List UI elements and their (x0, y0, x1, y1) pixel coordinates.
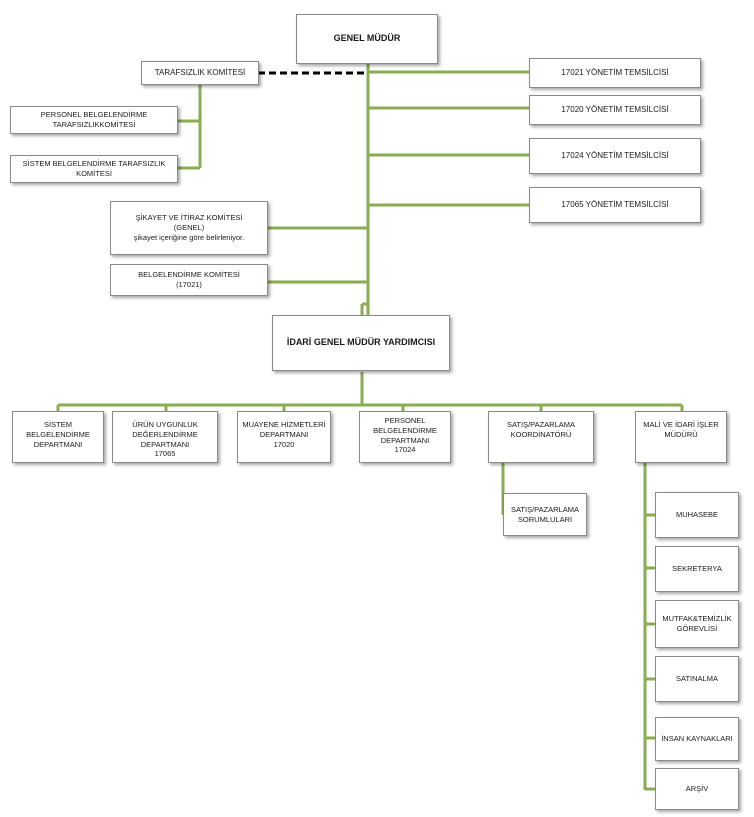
admin-unit-6-label: ARŞİV (685, 784, 709, 794)
department-3-line-3: 17020 (273, 439, 295, 449)
admin-unit-2-label: SEKRETERYA (672, 564, 722, 574)
admin-unit-archive: ARŞİV (655, 768, 739, 810)
sales-staff-line-2: SORUMLULARI (517, 514, 573, 524)
department-5-line-1: SATIŞ/PAZARLAMA (506, 420, 576, 429)
representative-17021-box: 17021 YÖNETİM TEMSİLCİSİ (529, 58, 701, 88)
admin-unit-kitchen-cleaning: MUTFAK&TEMİZLİK GÖREVLİSİ (655, 600, 739, 648)
representative-17065-label: 17065 YÖNETİM TEMSİLCİSİ (561, 199, 669, 209)
personnel-impartiality-committee-box: PERSONEL BELGELENDİRME TARAFSIZLIKKOMİTE… (10, 106, 178, 134)
department-5-line-2: KOORDİNATÖRÜ (510, 429, 572, 439)
department-2-line-1: ÜRÜN UYGUNLUK (132, 420, 198, 429)
certification-committee-box: BELGELENDİRME KOMİTESİ (17021) (110, 264, 268, 296)
admin-unit-secretariat: SEKRETERYA (655, 546, 739, 592)
department-box-system-certification: SİSTEM BELGELENDİRME DEPARTMANI (12, 411, 104, 463)
complaint-committee-box: ŞİKAYET VE İTİRAZ KOMİTESİ (GENEL) şikay… (110, 201, 268, 255)
system-impartiality-line-1: SİSTEM BELGELENDİRME TARAFSIZLIK (22, 159, 166, 169)
representative-17020-box: 17020 YÖNETİM TEMSİLCİSİ (529, 95, 701, 125)
department-3-line-1: MUAYENE HİZMETLERİ (242, 420, 326, 429)
department-2-line-3: 17065 (154, 449, 176, 459)
admin-unit-1-label: MUHASEBE (675, 510, 719, 520)
representative-17065-box: 17065 YÖNETİM TEMSİLCİSİ (529, 187, 701, 223)
general-director-box: GENEL MÜDÜR (296, 14, 438, 64)
sales-staff-box: SATIŞ/PAZARLAMA SORUMLULARI (503, 493, 587, 536)
department-box-inspection-services: MUAYENE HİZMETLERİ DEPARTMANI 17020 (237, 411, 331, 463)
admin-unit-5-label: İNSAN KAYNAKLARI (661, 734, 733, 744)
deputy-director-box: İDARİ GENEL MÜDÜR YARDIMCISI (272, 315, 450, 371)
certification-committee-line-1: BELGELENDİRME KOMİTESİ (138, 270, 240, 280)
department-box-personnel-certification: PERSONEL BELGELENDİRME DEPARTMANI 17024 (359, 411, 451, 463)
certification-committee-line-2: (17021) (176, 280, 202, 289)
impartiality-committee-box: TARAFSIZLIK KOMİTESİ (141, 61, 259, 85)
department-box-sales-coordinator: SATIŞ/PAZARLAMA KOORDİNATÖRÜ (488, 411, 594, 463)
impartiality-committee-label: TARAFSIZLIK KOMİTESİ (154, 67, 246, 77)
department-1-line-1: SİSTEM BELGELENDİRME (26, 420, 90, 439)
department-4-line-3: 17024 (394, 445, 416, 455)
representative-17024-box: 17024 YÖNETİM TEMSİLCİSİ (529, 138, 701, 174)
admin-unit-human-resources: İNSAN KAYNAKLARI (655, 717, 739, 761)
admin-unit-purchasing: SATINALMA (655, 656, 739, 702)
representative-17021-label: 17021 YÖNETİM TEMSİLCİSİ (561, 67, 669, 77)
department-box-product-conformity: ÜRÜN UYGUNLUK DEĞERLENDİRME DEPARTMANI 1… (112, 411, 218, 463)
system-impartiality-committee-box: SİSTEM BELGELENDİRME TARAFSIZLIK KOMİTES… (10, 155, 178, 183)
department-3-line-2: DEPARTMANI (259, 429, 309, 439)
representative-17024-label: 17024 YÖNETİM TEMSİLCİSİ (561, 150, 669, 160)
personnel-impartiality-line-1: PERSONEL BELGELENDİRME (40, 110, 148, 120)
complaint-committee-line-2: (GENEL) (173, 223, 205, 233)
admin-unit-accounting: MUHASEBE (655, 492, 739, 538)
personnel-impartiality-line-2: TARAFSIZLIKKOMİTESİ (52, 120, 136, 129)
department-2-line-2: DEĞERLENDİRME DEPARTMANI (132, 429, 198, 449)
system-impartiality-line-2: KOMİTESİ (76, 169, 112, 178)
department-4-line-2: DEPARTMANI (380, 435, 430, 445)
complaint-committee-line-1: ŞİKAYET VE İTİRAZ KOMİTESİ (135, 213, 243, 223)
admin-unit-3-line-2: GÖREVLİSİ (676, 624, 718, 633)
general-director-label: GENEL MÜDÜR (333, 33, 401, 44)
complaint-committee-line-3: şikayet içeriğine göre belirleniyor. (133, 232, 245, 242)
department-4-line-1: PERSONEL BELGELENDİRME (373, 416, 437, 435)
admin-unit-4-label: SATINALMA (676, 674, 718, 684)
department-6-line-1: MALİ VE İDARİ İŞLER (643, 420, 719, 429)
department-1-line-2: DEPARTMANI (33, 439, 83, 449)
admin-unit-3-line-1: MUTFAK&TEMİZLİK (662, 614, 732, 624)
department-6-line-2: MÜDÜRÜ (664, 429, 698, 439)
representative-17020-label: 17020 YÖNETİM TEMSİLCİSİ (561, 104, 669, 114)
deputy-director-label: İDARİ GENEL MÜDÜR YARDIMCISI (286, 337, 436, 348)
department-box-finance-admin: MALİ VE İDARİ İŞLER MÜDÜRÜ (635, 411, 727, 463)
sales-staff-line-1: SATIŞ/PAZARLAMA (510, 504, 580, 514)
